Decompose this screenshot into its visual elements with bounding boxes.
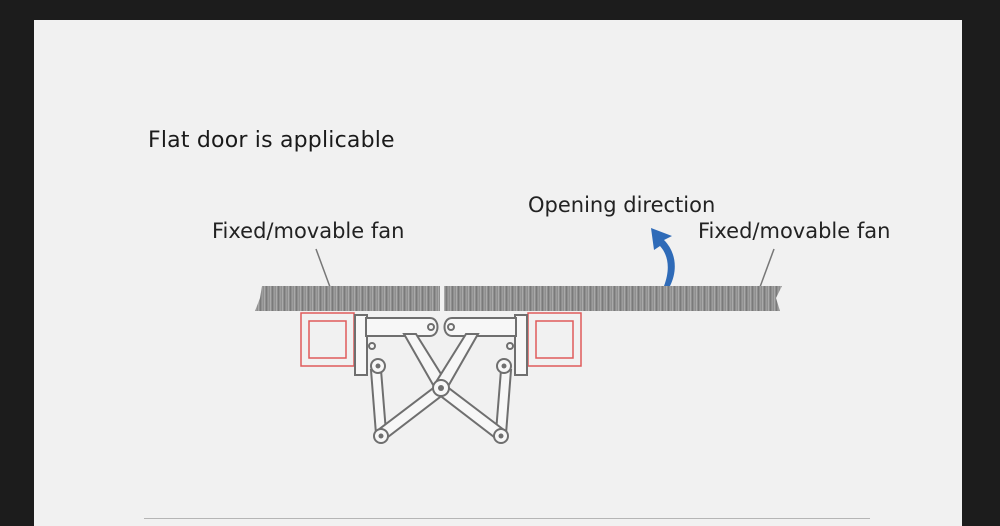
door-panel-right [444, 286, 782, 311]
door-panel-left [255, 286, 440, 311]
leader-line-left [315, 248, 331, 288]
opening-direction-label: Opening direction [528, 193, 716, 217]
bottom-divider [144, 518, 870, 519]
page-title: Flat door is applicable [148, 128, 395, 153]
fan-label-left: Fixed/movable fan [212, 219, 405, 243]
hinge-mechanism [354, 314, 528, 444]
mount-block-left [300, 312, 355, 367]
fan-label-right: Fixed/movable fan [698, 219, 891, 243]
leader-line-right [759, 248, 775, 288]
mount-block-right [527, 312, 582, 367]
curved-arrow-icon [651, 228, 675, 286]
